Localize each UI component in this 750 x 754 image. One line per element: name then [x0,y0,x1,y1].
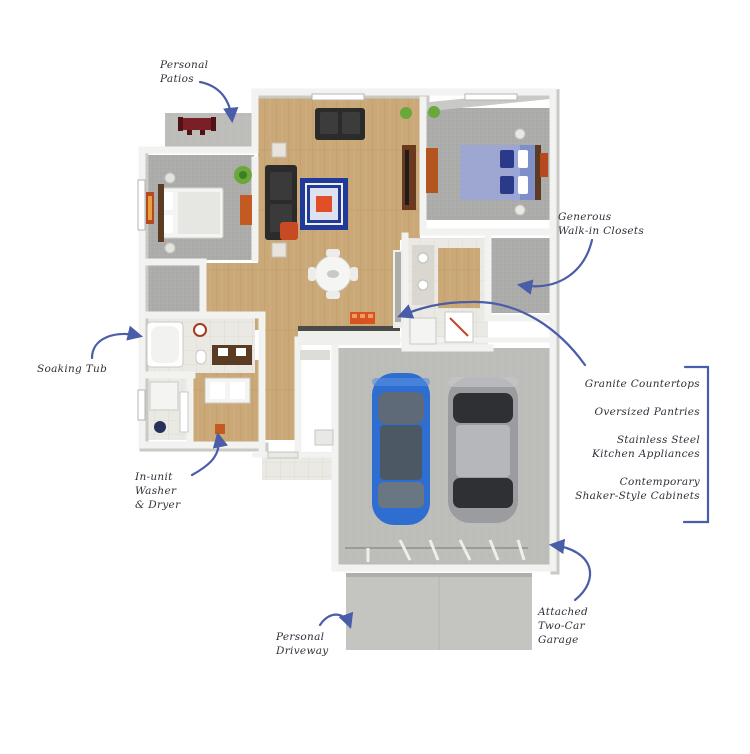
arrow-driveway [318,611,354,629]
label-garage: Attached Two-Car Garage [538,606,589,646]
callout-arrows [90,80,594,629]
arrow-washer [190,431,228,477]
label-soaking-tub: Soaking Tub [37,363,108,375]
patio-furniture [178,117,216,135]
master-bedroom-furniture [426,106,548,216]
master-bath-wood [438,248,480,308]
label-driveway: Personal Driveway [276,631,329,657]
car-silver [448,377,518,523]
arrow-patios [198,80,239,124]
kitchen [298,250,403,360]
master-closet-floor [490,238,550,313]
arrow-garage [548,538,592,602]
arrow-kitchen [397,300,587,367]
living-room-furniture [234,107,416,299]
closet-left-floor [146,263,202,313]
label-personal-patios: Personal Patios [160,59,209,85]
label-generous-closets: Generous Walk-in Closets [558,211,645,237]
windows [137,93,518,421]
garage-floor [338,348,550,568]
garage-door-tracks [345,539,528,562]
walls [138,88,560,575]
entry-steps [267,429,334,459]
bath-2-fixtures [146,321,252,368]
master-bath-fixtures [409,245,474,345]
arrow-soaking-tub [90,325,143,360]
car-blue [372,373,430,525]
label-washer-dryer: In-unit Washer & Dryer [135,471,181,511]
bedroom-2-furniture [146,172,252,254]
arrow-closets [516,238,594,295]
label-kitchen-features: Granite Countertops Oversized Pantries S… [575,378,700,502]
features-bracket [682,365,710,524]
laundry [149,377,251,434]
